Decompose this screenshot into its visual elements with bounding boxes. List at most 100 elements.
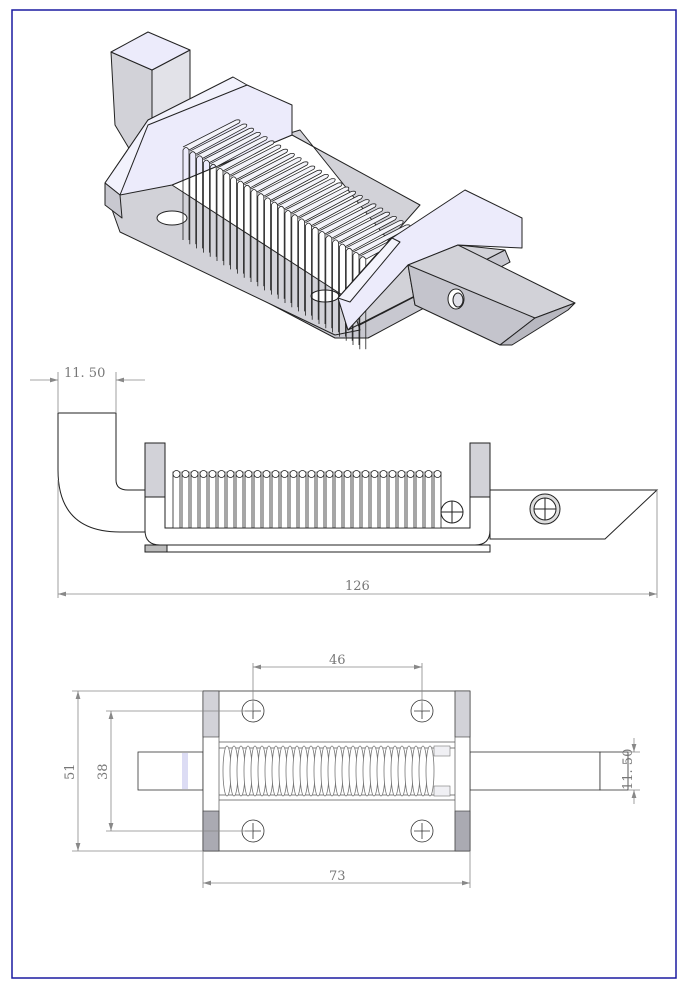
spring-end-clip [433, 785, 451, 797]
dim-overall-length: 126 [345, 579, 370, 594]
right-rod [469, 751, 601, 791]
coil-turn-top [181, 470, 190, 478]
coil-turn [190, 471, 199, 529]
left-post-gray [144, 442, 166, 498]
coil-turn [318, 203, 377, 324]
coil-turn-top [388, 470, 397, 478]
coil-turn [203, 132, 261, 253]
coil-turn [181, 471, 190, 529]
left-wall-end [104, 182, 123, 219]
corner-block [454, 690, 471, 738]
bolt-hole-cross [534, 498, 556, 520]
extension-lines [57, 480, 658, 598]
bolt-tip [499, 302, 576, 346]
coil-turn [343, 471, 352, 529]
side-spring [172, 470, 442, 529]
coil-turn-top [226, 470, 235, 478]
coil-turn [243, 157, 302, 278]
dim-hole-spacing-y: 38 [96, 763, 111, 780]
hook-top-face [110, 31, 191, 71]
coil-turn [226, 471, 235, 529]
coil-turn [415, 471, 424, 529]
coil-turn-top [415, 470, 424, 478]
coil-turn [316, 471, 325, 529]
extension-lines [72, 690, 203, 852]
coil-turn [424, 471, 433, 529]
left-rod-highlight [182, 753, 188, 789]
hook [57, 412, 146, 533]
coil-turn-top [379, 470, 388, 478]
coil-turn [189, 123, 248, 245]
coil-turn [406, 471, 415, 529]
coil-turn [196, 127, 254, 249]
coil-turn-top [361, 470, 370, 478]
coil-turn [277, 178, 336, 299]
coil-turn-top [316, 470, 325, 478]
isometric-view [104, 31, 576, 350]
iso-spring [182, 119, 418, 350]
coil-turn [425, 745, 435, 797]
right-post-gray [469, 442, 491, 498]
coil-turn [298, 471, 307, 529]
coil-turn [271, 471, 280, 529]
top-spring [222, 745, 435, 797]
base-plate [144, 544, 491, 553]
coil-turn [334, 471, 343, 529]
coil-turn-top [424, 470, 433, 478]
coil-turn-top [289, 470, 298, 478]
coil-turn-top [397, 470, 406, 478]
coil-turn-top [343, 470, 352, 478]
coil-turn [208, 471, 217, 529]
coil-turn [361, 471, 370, 529]
coil-turn [262, 471, 271, 529]
right-rod-end [599, 751, 629, 791]
extension-lines [252, 663, 423, 711]
coil-turn [388, 471, 397, 529]
coil-turn [289, 471, 298, 529]
coil-turn [370, 471, 379, 529]
base-plate-end [144, 544, 168, 553]
coil-turn [230, 148, 288, 270]
coil-turn [298, 190, 356, 312]
coil-turn [284, 182, 343, 303]
coil-turn-top [298, 470, 307, 478]
coil-turn-top [406, 470, 415, 478]
coil-turn-top [172, 470, 181, 478]
coil-turn [182, 119, 241, 240]
coil-turn [307, 471, 316, 529]
coil-turn [397, 471, 406, 529]
coil-turn [237, 153, 295, 274]
coil-turn [264, 169, 322, 291]
bolt [489, 489, 659, 540]
dim-hook-width: 11. 50 [64, 366, 105, 381]
coil-turn [325, 471, 334, 529]
coil-turn [291, 186, 350, 308]
coil-turn [352, 471, 361, 529]
coil-turn [280, 471, 289, 529]
right-wall-top [337, 237, 401, 303]
coil-turn [311, 199, 370, 320]
coil-turn [352, 224, 411, 345]
coil-turn-top [370, 470, 379, 478]
hole-center-mark [414, 823, 430, 839]
coil-turn [217, 471, 226, 529]
coil-turn [199, 471, 208, 529]
coil-turn [305, 195, 363, 316]
dim-bolt-width: 11. 50 [621, 749, 636, 790]
channel [218, 691, 456, 851]
coil-turn-top [253, 470, 262, 478]
coil-turn [345, 220, 404, 341]
corner-block [454, 810, 471, 852]
drawing-frame [11, 9, 677, 979]
coil-turn [209, 136, 268, 257]
coil-turn [235, 471, 244, 529]
coil-turn-top [307, 470, 316, 478]
corner-block [202, 690, 220, 738]
side-view: 11. 50 126 [30, 366, 659, 598]
coil-turn-top [235, 470, 244, 478]
coil-turn-top [325, 470, 334, 478]
coil-turn-top [262, 470, 271, 478]
coil-turn [271, 174, 329, 295]
spring-end-clip [433, 745, 451, 757]
